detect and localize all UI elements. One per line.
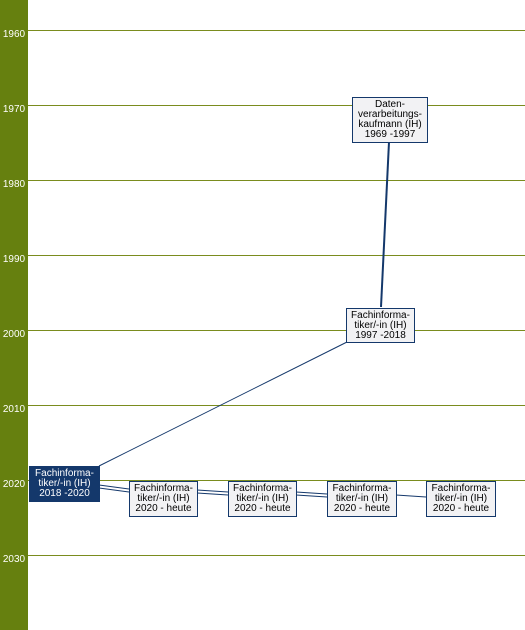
job-box-fi2020a[interactable]: Fachinforma-tiker/-in (IH)2020 - heute — [129, 481, 198, 517]
year-label-2000: 2000 — [2, 329, 26, 340]
year-label-1960: 1960 — [2, 29, 26, 40]
gridline-1980 — [28, 180, 525, 181]
job-title-line: Daten- — [374, 99, 405, 110]
gridline-2000 — [28, 330, 525, 331]
job-title-line: tiker/-in (IH) — [38, 478, 91, 489]
job-title-line: verarbeitungs- — [358, 109, 422, 120]
year-label-2010: 2010 — [2, 404, 26, 415]
job-period: 2018 -2020 — [39, 488, 90, 499]
year-label-2020: 2020 — [2, 479, 26, 490]
year-label-1980: 1980 — [2, 179, 26, 190]
year-label-2030: 2030 — [2, 554, 26, 565]
job-box-dvk[interactable]: Daten-verarbeitungs-kaufmann (IH)1969 -1… — [352, 97, 428, 143]
job-title-line: Fachinforma- — [351, 309, 410, 321]
job-period: 1969 -1997 — [364, 129, 416, 140]
job-box-fi2020c[interactable]: Fachinforma-tiker/-in (IH)2020 - heute — [327, 481, 397, 517]
job-title-line: Fachinforma- — [332, 483, 392, 494]
year-label-1970: 1970 — [2, 104, 26, 115]
connector-fi2020a-fi2020b — [196, 489, 229, 496]
job-title-line: kaufmann (IH) — [358, 119, 422, 130]
job-period: 2020 - heute — [135, 503, 192, 514]
gridline-1970 — [28, 105, 525, 106]
job-period: 2020 - heute — [432, 503, 490, 514]
job-title-line: Fachinforma- — [431, 483, 491, 494]
job-title-line: Fachinforma- — [134, 483, 193, 494]
gridline-1960 — [28, 30, 525, 31]
job-title-line: tiker/-in (IH) — [354, 319, 407, 331]
job-title-line: Fachinforma- — [35, 468, 94, 479]
job-title-line: Fachinforma- — [233, 483, 292, 494]
job-title-line: tiker/-in (IH) — [335, 493, 389, 504]
year-axis-sidebar — [0, 0, 28, 630]
connector-dvk-fi1997 — [380, 141, 390, 308]
job-box-fi2020b[interactable]: Fachinforma-tiker/-in (IH)2020 - heute — [228, 481, 297, 517]
job-box-fi2020d[interactable]: Fachinforma-tiker/-in (IH)2020 - heute — [426, 481, 496, 517]
gridline-2030 — [28, 555, 525, 556]
connector-fi2018-fi2020a — [98, 484, 130, 493]
job-period: 2020 - heute — [234, 503, 291, 514]
year-label-1990: 1990 — [2, 254, 26, 265]
job-title-line: tiker/-in (IH) — [434, 493, 488, 504]
job-box-fi2018[interactable]: Fachinforma-tiker/-in (IH)2018 -2020 — [29, 466, 100, 502]
connector-fi2020c-fi2020d — [395, 494, 427, 498]
job-title-line: tiker/-in (IH) — [137, 493, 190, 504]
connector-fi2020b-fi2020c — [295, 491, 328, 498]
job-period: 1997 -2018 — [355, 329, 406, 341]
job-box-fi1997[interactable]: Fachinforma-tiker/-in (IH)1997 -2018 — [346, 308, 415, 343]
gridline-2020 — [28, 480, 525, 481]
connector-fi1997-fi2018 — [98, 341, 348, 467]
gridline-1990 — [28, 255, 525, 256]
job-period: 2020 - heute — [333, 503, 391, 514]
gridline-2010 — [28, 405, 525, 406]
job-title-line: tiker/-in (IH) — [236, 493, 289, 504]
